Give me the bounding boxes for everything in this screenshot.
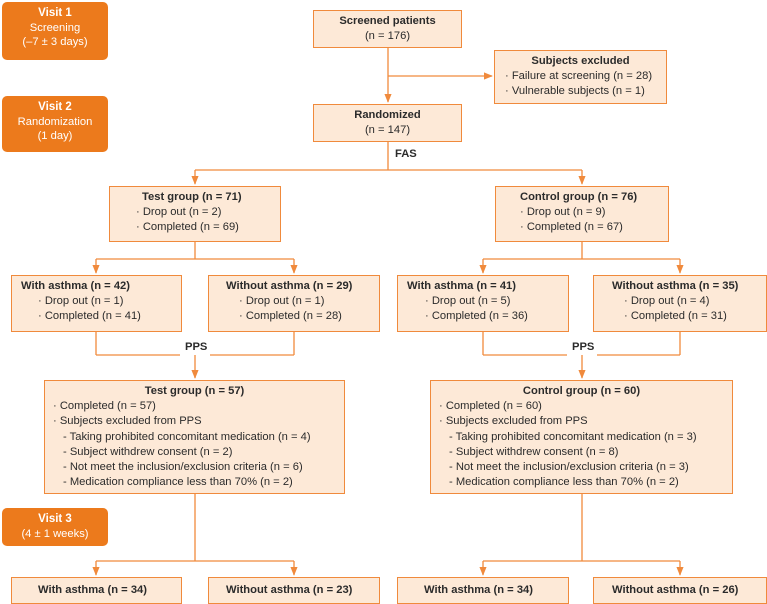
sub-group-title: Without asthma (n = 35) xyxy=(612,280,739,292)
sub-group-box: Without asthma (n = 29) · Drop out (n = … xyxy=(208,275,380,332)
pps-control-title: Control group (n = 60) xyxy=(522,385,641,397)
pps-test-subitem: - Subject withdrew consent (n = 2) xyxy=(63,445,233,458)
pps-control-group-box: Control group (n = 60) · Completed (n = … xyxy=(430,380,733,494)
final-group-box: With asthma (n = 34) xyxy=(11,577,182,604)
pps-control-subitem: - Medication compliance less than 70% (n… xyxy=(449,476,679,489)
randomized-count: (n = 147) xyxy=(364,124,411,137)
pps-control-subitem: - Subject withdrew consent (n = 8) xyxy=(449,445,619,458)
final-group-box: With asthma (n = 34) xyxy=(397,577,569,604)
sub-group-item: · Drop out (n = 1) xyxy=(239,295,325,308)
subjects-excluded-box: Subjects excluded · Failure at screening… xyxy=(494,50,667,104)
pps-test-item: · Subjects excluded from PPS xyxy=(53,415,202,428)
randomized-box: Randomized (n = 147) xyxy=(313,104,462,142)
visit-3-title: Visit 3 xyxy=(38,513,72,525)
sub-group-item: · Completed (n = 28) xyxy=(239,310,342,323)
final-group-box: Without asthma (n = 23) xyxy=(208,577,380,604)
visit-3-badge: Visit 3 (4 ± 1 weeks) xyxy=(2,508,108,546)
sub-group-box: Without asthma (n = 35) · Drop out (n = … xyxy=(593,275,767,332)
visit-2-line-2: (1 day) xyxy=(37,130,73,142)
sub-group-item: · Drop out (n = 1) xyxy=(38,295,124,308)
visit-2-line-1: Randomization xyxy=(17,115,93,128)
visit-1-line-2: (–7 ± 3 days) xyxy=(22,36,88,48)
final-group-label: With asthma (n = 34) xyxy=(38,584,147,596)
pps-control-subitem: - Taking prohibited concomitant medicati… xyxy=(449,430,697,443)
visit-1-title: Visit 1 xyxy=(38,7,72,19)
visit-3-line-1: (4 ± 1 weeks) xyxy=(21,527,89,540)
pps-test-group-box: Test group (n = 57) · Completed (n = 57)… xyxy=(44,380,345,494)
fas-test-group-box: Test group (n = 71) · Drop out (n = 2) ·… xyxy=(109,186,281,242)
pps-test-subitem: - Medication compliance less than 70% (n… xyxy=(63,476,293,489)
visit-2-title: Visit 2 xyxy=(38,101,72,113)
pps-test-subitem: - Not meet the inclusion/exclusion crite… xyxy=(63,461,303,474)
fas-test-title: Test group (n = 71) xyxy=(142,191,242,203)
sub-group-title: Without asthma (n = 29) xyxy=(226,280,353,292)
pps-control-item: · Subjects excluded from PPS xyxy=(439,415,588,428)
pps-test-item: · Completed (n = 57) xyxy=(53,400,156,413)
pps-test-subitem: - Taking prohibited concomitant medicati… xyxy=(63,430,311,443)
fas-control-item: · Drop out (n = 9) xyxy=(520,206,606,219)
fas-control-group-box: Control group (n = 76) · Drop out (n = 9… xyxy=(495,186,669,242)
sub-group-item: · Drop out (n = 4) xyxy=(624,295,710,308)
fas-control-item: · Completed (n = 67) xyxy=(520,221,623,234)
fas-test-item: · Drop out (n = 2) xyxy=(136,206,222,219)
fas-control-title: Control group (n = 76) xyxy=(520,191,638,203)
sub-group-title: With asthma (n = 41) xyxy=(407,280,516,292)
pps-test-title: Test group (n = 57) xyxy=(144,385,245,397)
excluded-item: · Vulnerable subjects (n = 1) xyxy=(505,85,645,98)
screened-title: Screened patients xyxy=(339,15,436,27)
randomized-title: Randomized xyxy=(354,109,421,121)
final-group-box: Without asthma (n = 26) xyxy=(593,577,767,604)
final-group-label: With asthma (n = 34) xyxy=(424,584,533,596)
fas-label: FAS xyxy=(395,148,417,160)
pps-label-right: PPS xyxy=(570,341,597,353)
excluded-title: Subjects excluded xyxy=(531,55,630,67)
visit-2-badge: Visit 2 Randomization (1 day) xyxy=(2,96,108,152)
sub-group-item: · Completed (n = 41) xyxy=(38,310,141,323)
pps-label-left: PPS xyxy=(183,341,210,353)
screened-count: (n = 176) xyxy=(364,30,411,43)
sub-group-item: · Completed (n = 36) xyxy=(425,310,528,323)
visit-1-badge: Visit 1 Screening (–7 ± 3 days) xyxy=(2,2,108,60)
final-group-label: Without asthma (n = 23) xyxy=(226,584,353,596)
screened-patients-box: Screened patients (n = 176) xyxy=(313,10,462,48)
visit-1-line-1: Screening xyxy=(29,21,81,34)
pps-control-subitem: - Not meet the inclusion/exclusion crite… xyxy=(449,461,689,474)
sub-group-box: With asthma (n = 42) · Drop out (n = 1) … xyxy=(11,275,182,332)
sub-group-box: With asthma (n = 41) · Drop out (n = 5) … xyxy=(397,275,569,332)
sub-group-item: · Completed (n = 31) xyxy=(624,310,727,323)
excluded-item: · Failure at screening (n = 28) xyxy=(505,70,653,83)
pps-control-item: · Completed (n = 60) xyxy=(439,400,542,413)
fas-test-item: · Completed (n = 69) xyxy=(136,221,239,234)
final-group-label: Without asthma (n = 26) xyxy=(612,584,739,596)
sub-group-item: · Drop out (n = 5) xyxy=(425,295,511,308)
sub-group-title: With asthma (n = 42) xyxy=(21,280,130,292)
